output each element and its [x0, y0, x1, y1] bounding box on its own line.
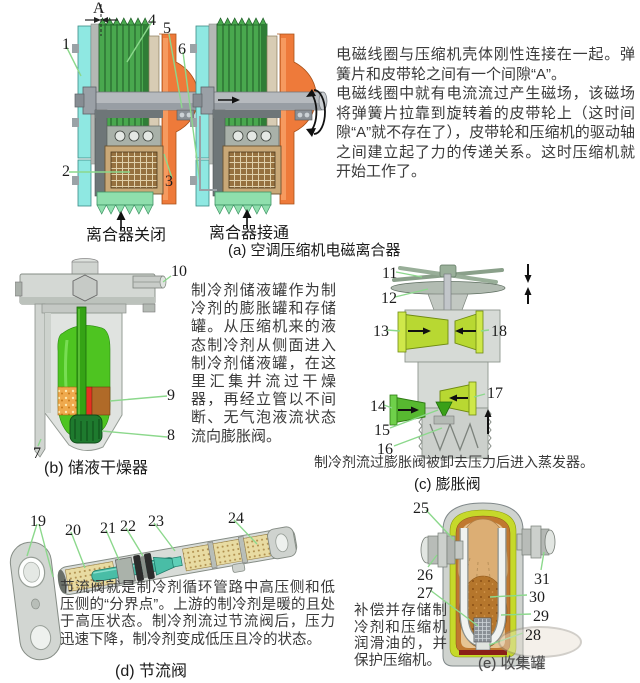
caption-e-title: (e) 收集罐 [478, 655, 546, 672]
desiccant [57, 386, 80, 416]
callout-5: 5 [163, 20, 171, 37]
callout-8: 8 [167, 427, 175, 444]
callout-12: 12 [381, 290, 397, 307]
callout-25: 25 [413, 500, 429, 517]
oil-bleed [475, 641, 491, 651]
spring [429, 422, 479, 452]
desiccant-bag [473, 617, 492, 643]
callout-31: 31 [534, 571, 550, 588]
caption-a-title: (a) 空调压缩机电磁离合器 [228, 242, 401, 259]
flow-arrow-icon [423, 327, 431, 335]
callout-9: 9 [167, 387, 175, 404]
o-ring [144, 553, 155, 580]
caption-clutch-off: 离合器关闭 [86, 227, 167, 244]
watermark-blob [498, 626, 582, 658]
orifice-tube [57, 526, 298, 595]
leader-lines-throttle [26, 519, 258, 578]
callout-19: 19 [30, 513, 46, 530]
gap-arrow-right-icon [94, 17, 101, 23]
caption-clutch-on: 离合器接通 [209, 225, 290, 242]
caption-d-title: (d) 节流阀 [115, 663, 188, 680]
callout-17: 17 [487, 385, 503, 402]
callout-2: 2 [62, 163, 70, 180]
leader-lines-accumulator [425, 509, 545, 646]
callout-16: 16 [377, 441, 393, 458]
callout-27: 27 [417, 585, 433, 602]
outlet-screen [182, 544, 213, 572]
o-ring [133, 554, 144, 582]
callout-14: 14 [370, 398, 386, 415]
receiver-drier-diagram [15, 258, 172, 458]
callout-4: 4 [148, 12, 156, 29]
caption-c-title: (c) 膨胀阀 [414, 476, 481, 493]
callout-26: 26 [417, 567, 433, 584]
drier-text: 制冷剂储液罐作为制冷剂的膨胀罐和存储罐。从压缩机来的液态制冷剂从侧面进入制冷剂储… [191, 282, 336, 445]
sight-tube [34, 303, 46, 458]
valve-cone [435, 401, 453, 419]
callout-3: 3 [165, 173, 173, 190]
clutch-paragraph-2: 电磁线圈中就有电流流过产生磁场，该磁场将弹簧片拉靠到旋转着的皮带轮上（这时间隙“… [336, 85, 635, 180]
callout-24: 24 [228, 510, 244, 527]
clutch-engaged [189, 17, 328, 215]
callout-1: 1 [62, 36, 70, 53]
top-cap [71, 261, 99, 275]
callout-28: 28 [525, 627, 541, 644]
rotation-arrow-icon [313, 89, 326, 135]
callout-10: 10 [171, 263, 187, 280]
callout-13: 13 [373, 323, 389, 340]
flow-arrow-icon [449, 394, 457, 402]
up-arrow-icon [484, 409, 492, 417]
clutch-paragraph-1: 电磁线圈与压缩机壳体刚性连接在一起。弹簧片和皮带轮之间有一个间隙“A”。 [336, 46, 635, 83]
riser-tube [76, 306, 87, 430]
accumulator-diagram [420, 502, 556, 667]
outlet-fitting [521, 528, 532, 556]
callout-15: 15 [374, 422, 390, 439]
callout-6: 6 [178, 41, 186, 58]
flow-arrow-icon [411, 406, 419, 414]
caption-b-title: (b) 储液干燥器 [44, 460, 149, 477]
clutch-disengaged [71, 17, 210, 215]
callout-22: 22 [120, 518, 136, 535]
throttle-text: 节流阀就是制冷剂循环管路中高压侧和低压侧的“分界点”。上游的制冷剂是暖的且处于高… [60, 580, 335, 648]
callout-20: 20 [65, 522, 81, 539]
accumulator-text: 补偿并存储制冷剂和压缩机润滑油的，并保护压缩机。 [354, 603, 447, 669]
shaft-arrow-icon [232, 96, 240, 104]
clutch-text: 电磁线圈与压缩机壳体刚性连接在一起。弹簧片和皮带轮之间有一个间隙“A”。 电磁线… [336, 45, 635, 182]
callout-23: 23 [148, 513, 164, 530]
callout-21: 21 [100, 520, 116, 537]
up-arrow-icon [116, 211, 126, 220]
expansion-note: 制冷剂流过膨胀阀被卸去压力后进入蒸发器。 [314, 454, 594, 470]
callout-30: 30 [529, 589, 545, 606]
flow-arrow-icon [455, 327, 463, 335]
hex-nut [72, 274, 98, 302]
leader-lines-left-clutch [65, 19, 201, 184]
leader-lines-drier [37, 275, 172, 447]
callout-18: 18 [491, 323, 507, 340]
gap-arrow-left-icon [101, 17, 108, 23]
up-arrow-icon [524, 287, 532, 295]
up-arrow-icon [242, 209, 252, 218]
clutch-diagrams [65, 4, 328, 230]
callout-gap-a: A [93, 0, 105, 17]
mount-plate [9, 541, 62, 661]
down-arrow-icon [524, 275, 532, 283]
callout-29: 29 [533, 608, 549, 625]
mount-frame [199, 116, 217, 191]
callout-11: 11 [382, 265, 398, 282]
drier-insert [91, 386, 111, 416]
leader-lines-expansion [383, 271, 490, 447]
callout-7: 7 [33, 445, 41, 462]
filter [69, 414, 103, 444]
expansion-valve-diagram [383, 264, 532, 459]
throttle-valve-diagram [9, 519, 298, 661]
